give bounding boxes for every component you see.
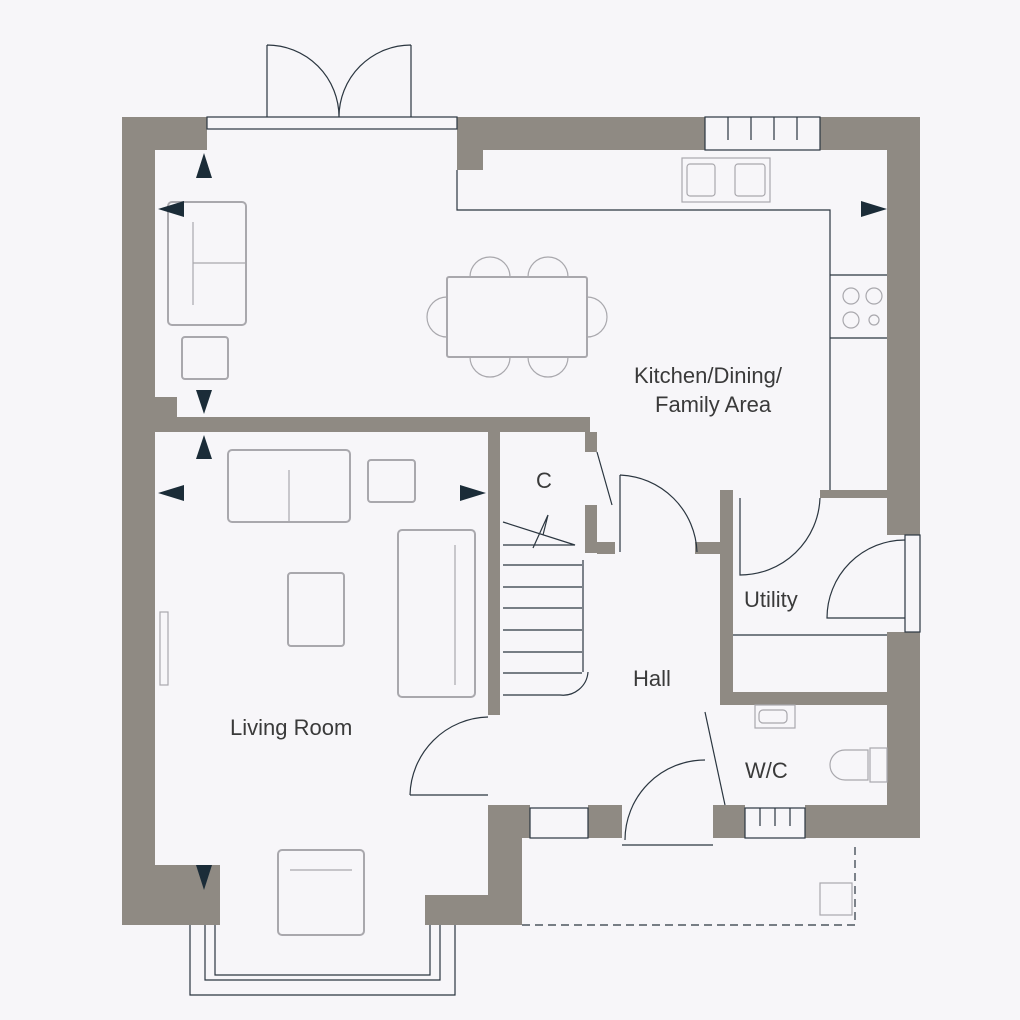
dining-table bbox=[426, 256, 608, 378]
windows bbox=[189, 116, 921, 996]
label-cupboard: C bbox=[536, 468, 552, 493]
toilet bbox=[829, 747, 888, 783]
meter-box bbox=[819, 882, 853, 916]
armchair-bay bbox=[277, 849, 365, 936]
sofa-family bbox=[167, 201, 247, 326]
coffee-table bbox=[287, 572, 345, 647]
tv bbox=[159, 611, 169, 686]
furniture bbox=[159, 157, 888, 936]
hob bbox=[842, 287, 883, 329]
sofa-living-top bbox=[227, 449, 351, 523]
label-kitchen-line2: Family Area bbox=[655, 392, 772, 417]
wc-basin bbox=[754, 704, 796, 729]
doors bbox=[266, 44, 906, 926]
label-utility: Utility bbox=[744, 587, 798, 612]
armchair-table bbox=[367, 459, 416, 503]
label-hall: Hall bbox=[633, 666, 671, 691]
sink bbox=[681, 157, 771, 203]
walls bbox=[122, 117, 920, 925]
label-wc: W/C bbox=[745, 758, 788, 783]
dimension-arrows bbox=[158, 153, 887, 890]
sofa-living-right bbox=[397, 529, 476, 698]
side-table bbox=[181, 336, 229, 380]
label-living-room: Living Room bbox=[230, 715, 352, 740]
staircase bbox=[502, 514, 589, 696]
label-kitchen-line1: Kitchen/Dining/ bbox=[634, 363, 783, 388]
